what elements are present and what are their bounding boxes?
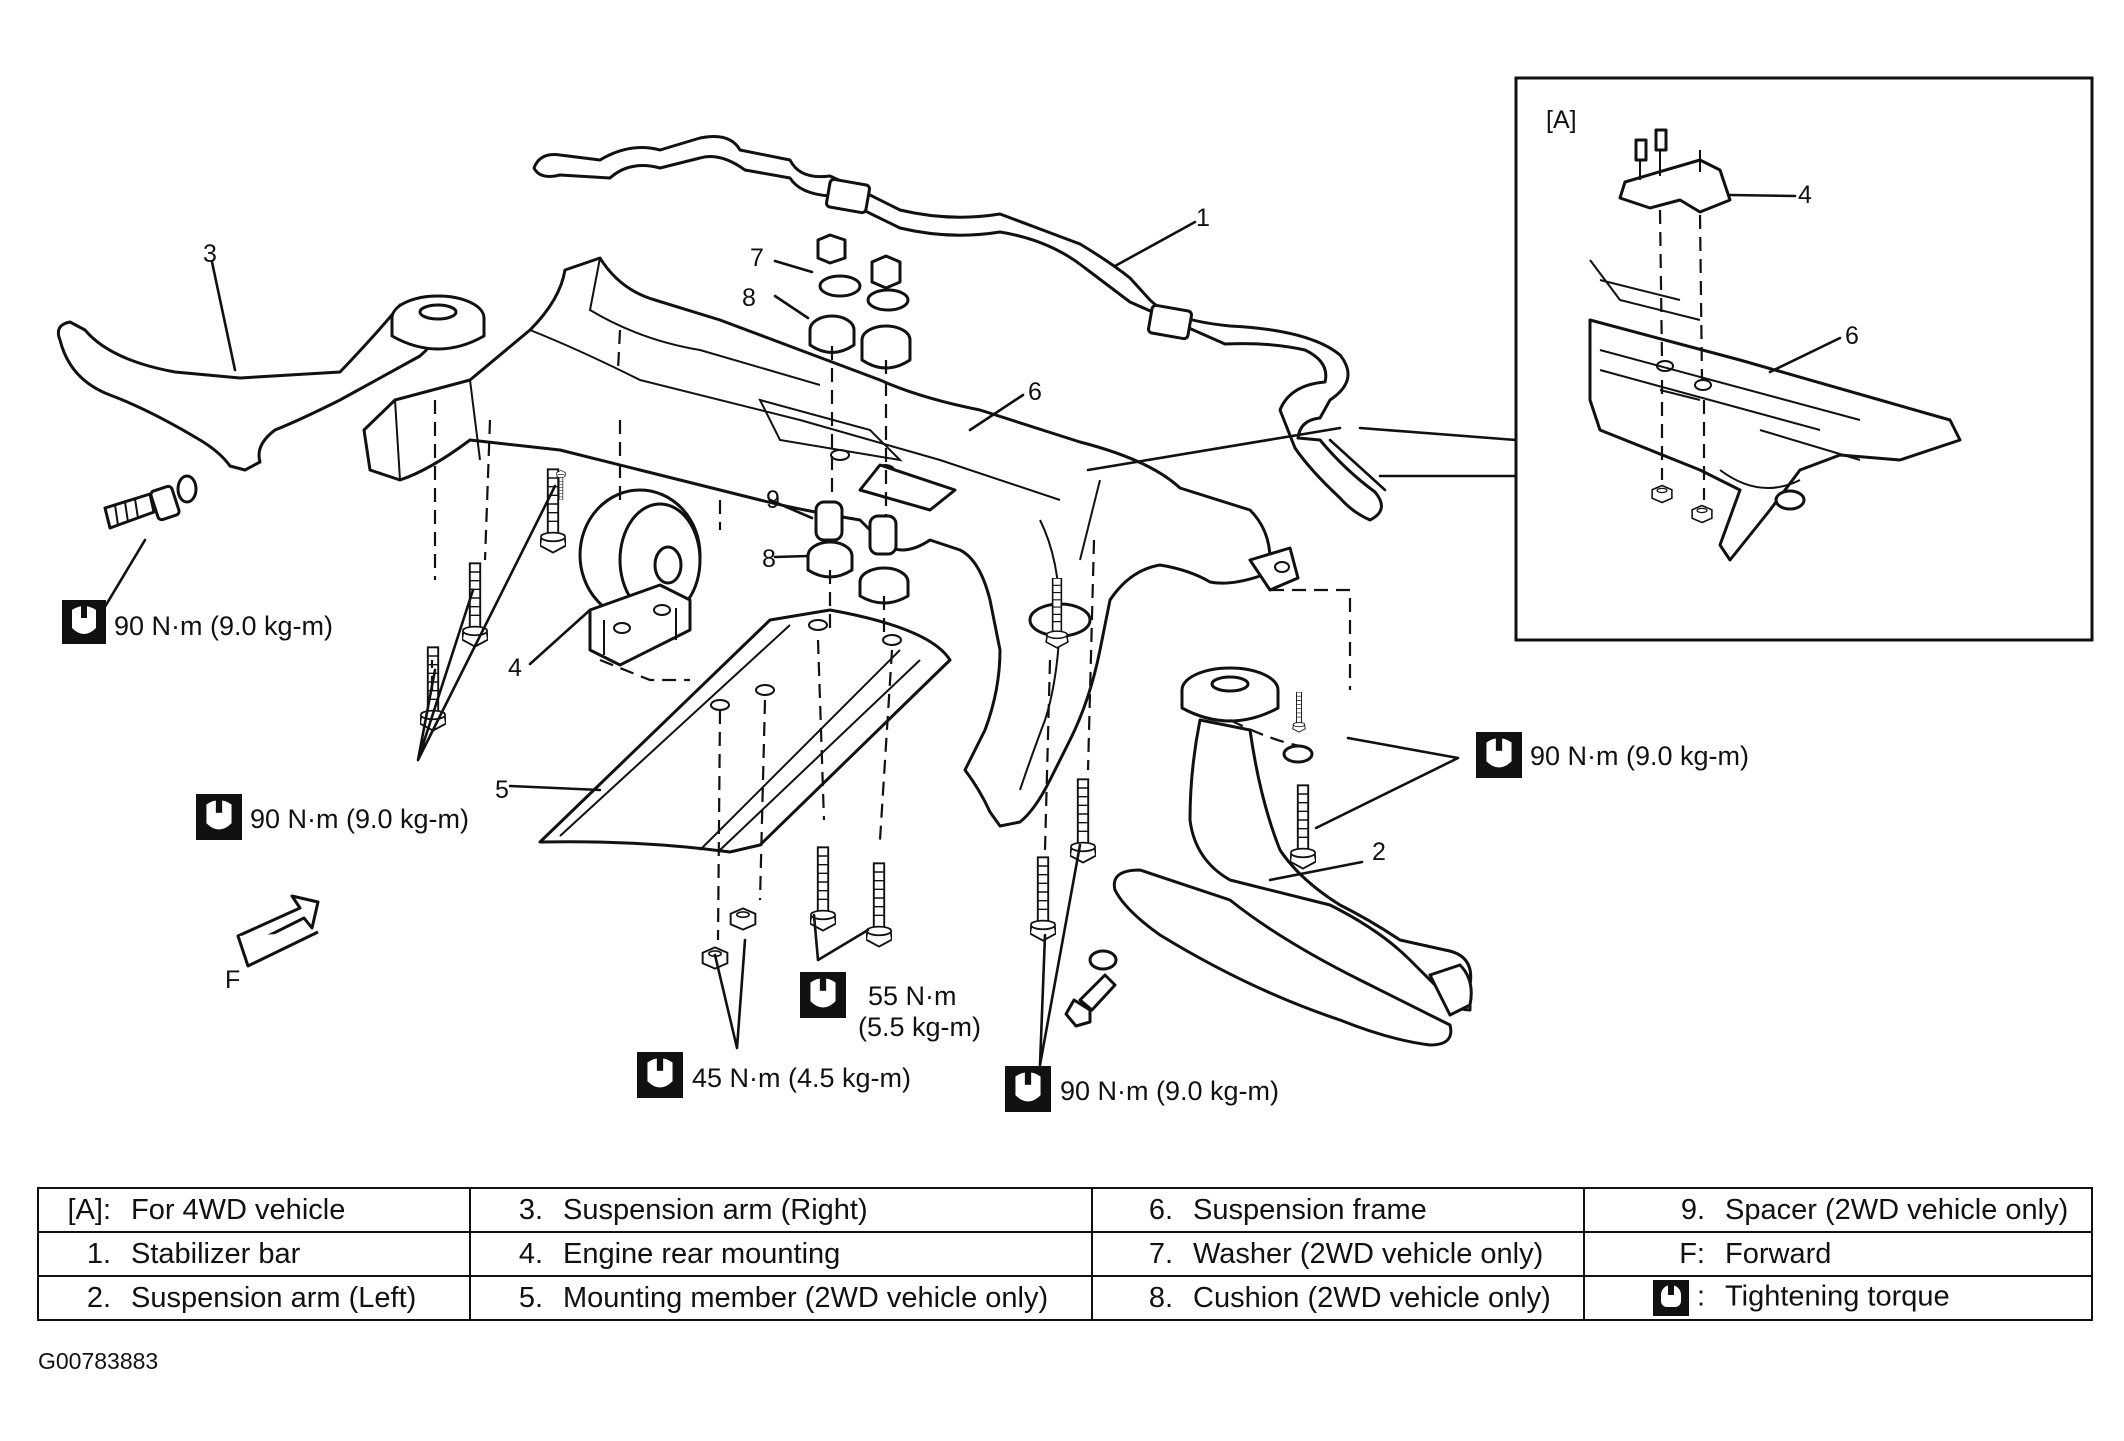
legend-key: 6.	[1148, 1193, 1173, 1226]
label-8a: 8	[742, 284, 756, 312]
legend-value: Washer (2WD vehicle only)	[1193, 1237, 1544, 1270]
torque-icon	[1476, 732, 1522, 778]
legend-value: Stabilizer bar	[131, 1237, 301, 1270]
torque-member-bolts-2: (5.5 kg-m)	[858, 1012, 981, 1042]
legend-value: Engine rear mounting	[563, 1237, 841, 1270]
torque-icon	[800, 972, 846, 1018]
torque-frame-bottom: 90 N·m (9.0 kg-m)	[1060, 1076, 1279, 1106]
legend-cell: 1. Stabilizer bar	[37, 1231, 471, 1277]
legend-cell: [A]: For 4WD vehicle	[37, 1187, 471, 1233]
legend-value: For 4WD vehicle	[131, 1193, 346, 1226]
legend-cell: 4. Engine rear mounting	[469, 1231, 1093, 1277]
legend-key: 1.	[86, 1237, 111, 1270]
legend-key: :	[1585, 1280, 1705, 1316]
label-4: 4	[508, 654, 522, 682]
label-9: 9	[766, 486, 780, 514]
legend-cell: F: Forward	[1583, 1231, 2093, 1277]
hardware	[103, 468, 1316, 1028]
legend-cell: 7. Washer (2WD vehicle only)	[1091, 1231, 1585, 1277]
engine-rear-mounting	[578, 488, 702, 667]
legend-cell: 9. Spacer (2WD vehicle only)	[1583, 1187, 2093, 1233]
forward-arrow-icon	[236, 894, 320, 968]
legend-key: [A]:	[67, 1193, 111, 1226]
inset-label-6: 6	[1845, 322, 1859, 350]
legend-key: 2.	[86, 1281, 111, 1314]
legend-cell: 5. Mounting member (2WD vehicle only)	[469, 1275, 1093, 1321]
legend-value: Suspension arm (Right)	[563, 1193, 868, 1226]
torque-member-nuts: 45 N·m (4.5 kg-m)	[692, 1063, 911, 1093]
suspension-arm-right	[56, 294, 486, 472]
torque-right-arm: 90 N·m (9.0 kg-m)	[1530, 741, 1749, 771]
legend-key: 8.	[1148, 1281, 1173, 1314]
legend-value: Suspension frame	[1193, 1193, 1427, 1226]
legend-cell: 6. Suspension frame	[1091, 1187, 1585, 1233]
legend-value: Tightening torque	[1725, 1280, 1950, 1313]
legend-table: [A]: For 4WD vehicle 3. Suspension arm (Ri…	[37, 1187, 2093, 1321]
torque-frame-left: 90 N·m (9.0 kg-m)	[250, 804, 469, 834]
inset-tag: [A]	[1546, 106, 1577, 134]
legend-value: Suspension arm (Left)	[131, 1281, 417, 1314]
legend-cell: : Tightening torque	[1583, 1275, 2093, 1321]
torque-icon	[1652, 1280, 1689, 1316]
stabilizer-bar	[532, 135, 1383, 522]
legend-value: Mounting member (2WD vehicle only)	[563, 1281, 1049, 1314]
legend-row: 1.Stabilizer bar 4.Engine rear mounting …	[37, 1231, 2093, 1277]
inset-4wd: [A] 4 6	[1086, 76, 2094, 642]
label-6: 6	[1028, 378, 1042, 406]
alignment-lines	[430, 329, 1352, 941]
legend-key-text: :	[1696, 1280, 1705, 1313]
inset-label-4: 4	[1798, 181, 1812, 209]
torque-icon	[1005, 1066, 1051, 1112]
label-forward: F	[225, 966, 240, 994]
figure-id: G00783883	[38, 1348, 159, 1374]
torque-left-arm: 90 N·m (9.0 kg-m)	[114, 611, 333, 641]
torque-icon	[196, 794, 242, 840]
legend-row: 2. Suspension arm (Left) 5. Mounting membe…	[37, 1275, 2093, 1321]
torque-icon	[637, 1052, 683, 1098]
legend-key: 5.	[518, 1281, 543, 1314]
label-7: 7	[750, 244, 764, 272]
legend-cell: 3. Suspension arm (Right)	[469, 1187, 1093, 1233]
legend-cell: 8. Cushion (2WD vehicle only)	[1091, 1275, 1585, 1321]
legend-key: 4.	[518, 1237, 543, 1270]
label-5: 5	[495, 776, 509, 804]
legend-value: Cushion (2WD vehicle only)	[1193, 1281, 1551, 1314]
legend-key: 7.	[1148, 1237, 1173, 1270]
legend-value: Spacer (2WD vehicle only)	[1725, 1193, 2069, 1226]
legend-key: F:	[1679, 1237, 1705, 1270]
label-3: 3	[203, 240, 217, 268]
label-1: 1	[1196, 204, 1210, 232]
label-2: 2	[1372, 838, 1386, 866]
torque-icon	[62, 600, 106, 644]
legend-key: 3.	[518, 1193, 543, 1226]
mounting-member	[538, 608, 952, 854]
legend-row: [A]: For 4WD vehicle 3. Suspension arm (Ri…	[37, 1187, 2093, 1233]
suspension-arm-left	[1112, 666, 1473, 1047]
legend-cell: 2. Suspension arm (Left)	[37, 1275, 471, 1321]
leader-lines	[98, 220, 1460, 1067]
torque-member-bolts-1: 55 N·m	[868, 981, 957, 1011]
legend-key: 9.	[1680, 1193, 1705, 1226]
label-8b: 8	[762, 545, 776, 573]
legend-value: Forward	[1725, 1237, 1832, 1270]
